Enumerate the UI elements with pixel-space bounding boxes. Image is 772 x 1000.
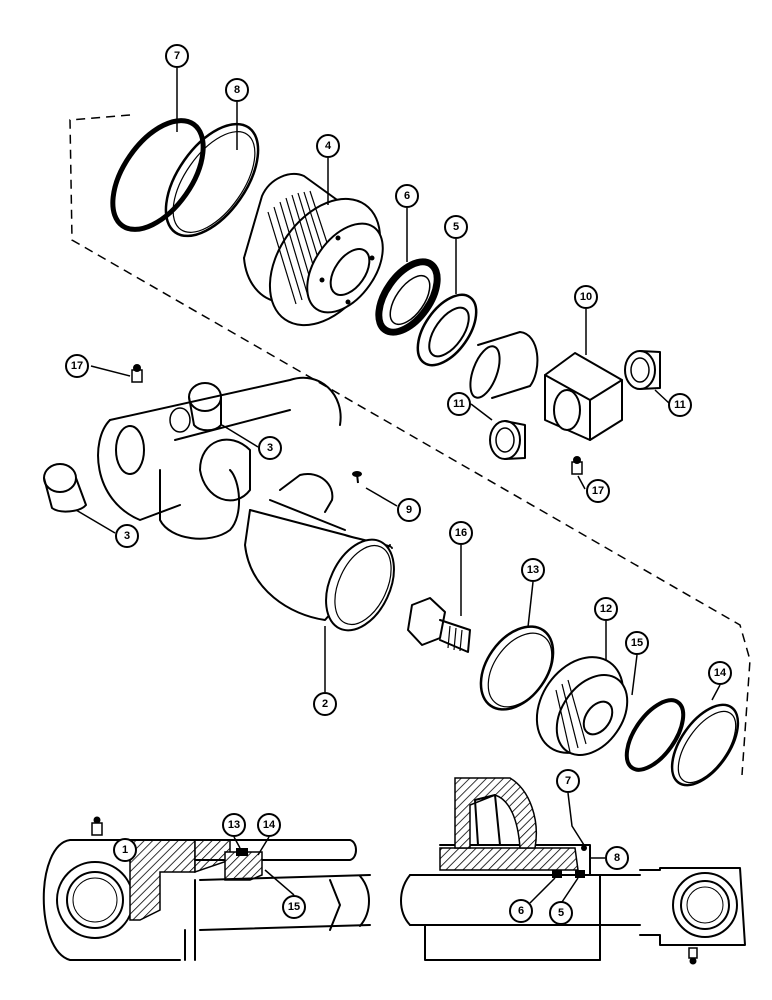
backup-ring-part-8 [164,122,260,238]
base-end-clevis [97,376,342,540]
svg-text:14: 14 [263,819,276,831]
callout-1: 1 [113,838,137,862]
svg-text:5: 5 [453,221,459,233]
callout-14-bottom: 14 [257,813,281,837]
svg-text:2: 2 [322,698,328,710]
grease-fitting-part-17-top [131,364,143,383]
callout-labels: 7 8 4 6 5 10 11 11 17 17 3 3 9 16 13 12 … [65,44,732,925]
wiper-seal-part-6 [375,258,441,336]
callout-17-bottom: 17 [586,479,610,503]
bushing-part-11-right [624,350,661,390]
svg-text:3: 3 [267,442,273,454]
callout-13-bottom: 13 [222,813,246,837]
assembly-boundary-dash [69,114,751,776]
svg-text:17: 17 [592,485,604,497]
screw-part-9 [352,471,362,484]
svg-text:11: 11 [453,398,465,410]
svg-text:8: 8 [614,852,620,864]
callout-14-top: 14 [708,661,732,685]
piston-rod-segment [469,331,539,399]
svg-text:13: 13 [527,564,539,576]
svg-text:7: 7 [565,775,571,787]
svg-text:7: 7 [174,50,180,62]
svg-text:3: 3 [124,530,130,542]
bushing-part-11-left [489,420,526,460]
callout-13-top: 13 [521,558,545,582]
callout-17-top: 17 [65,354,89,378]
svg-text:6: 6 [518,905,524,917]
callout-15-bottom: 15 [282,895,306,919]
rod-eye-part-10 [544,352,623,441]
callout-8: 8 [225,78,249,102]
svg-text:9: 9 [406,504,412,516]
callout-7: 7 [165,44,189,68]
o-ring-part-7 [110,118,206,232]
backup-ring-part-14 [670,703,740,787]
svg-text:4: 4 [325,140,332,152]
svg-text:10: 10 [580,291,592,303]
svg-text:5: 5 [558,907,564,919]
callout-3-left: 3 [115,524,139,548]
cylinder-head-part-4 [243,173,384,327]
bushing-part-3-top [188,382,222,432]
callout-4: 4 [316,134,340,158]
grease-fitting-part-17-bottom [571,456,583,475]
callout-8-bottom: 8 [605,846,629,870]
cylinder-cross-section [42,777,746,965]
svg-text:12: 12 [600,603,612,615]
callout-6-bottom: 6 [509,899,533,923]
svg-text:15: 15 [288,901,300,913]
bushing-part-3-left [43,463,87,513]
callout-7-bottom: 7 [556,769,580,793]
svg-text:13: 13 [228,819,240,831]
svg-text:6: 6 [404,190,410,202]
callout-2: 2 [313,692,337,716]
callout-10: 10 [574,285,598,309]
callout-12: 12 [594,597,618,621]
piston-part-12 [535,656,629,756]
callout-16: 16 [449,521,473,545]
cylinder-tube-part-2 [244,473,395,632]
callout-9: 9 [397,498,421,522]
svg-text:14: 14 [714,667,727,679]
svg-text:11: 11 [674,399,686,411]
svg-text:1: 1 [122,844,128,856]
wear-ring-part-13 [479,625,555,711]
o-ring-part-15 [624,698,686,772]
svg-text:8: 8 [234,84,240,96]
svg-text:16: 16 [455,527,467,539]
callout-11-right: 11 [668,393,692,417]
callout-15-top: 15 [625,631,649,655]
svg-text:15: 15 [631,637,643,649]
leader-lines [75,68,721,904]
bolt-part-16 [407,597,471,653]
callout-6: 6 [395,184,419,208]
rod-seal-part-5 [416,293,478,367]
callout-5-bottom: 5 [549,901,573,925]
callout-5: 5 [444,215,468,239]
svg-text:17: 17 [71,360,83,372]
callout-11-left: 11 [447,392,471,416]
callout-3-top: 3 [258,436,282,460]
